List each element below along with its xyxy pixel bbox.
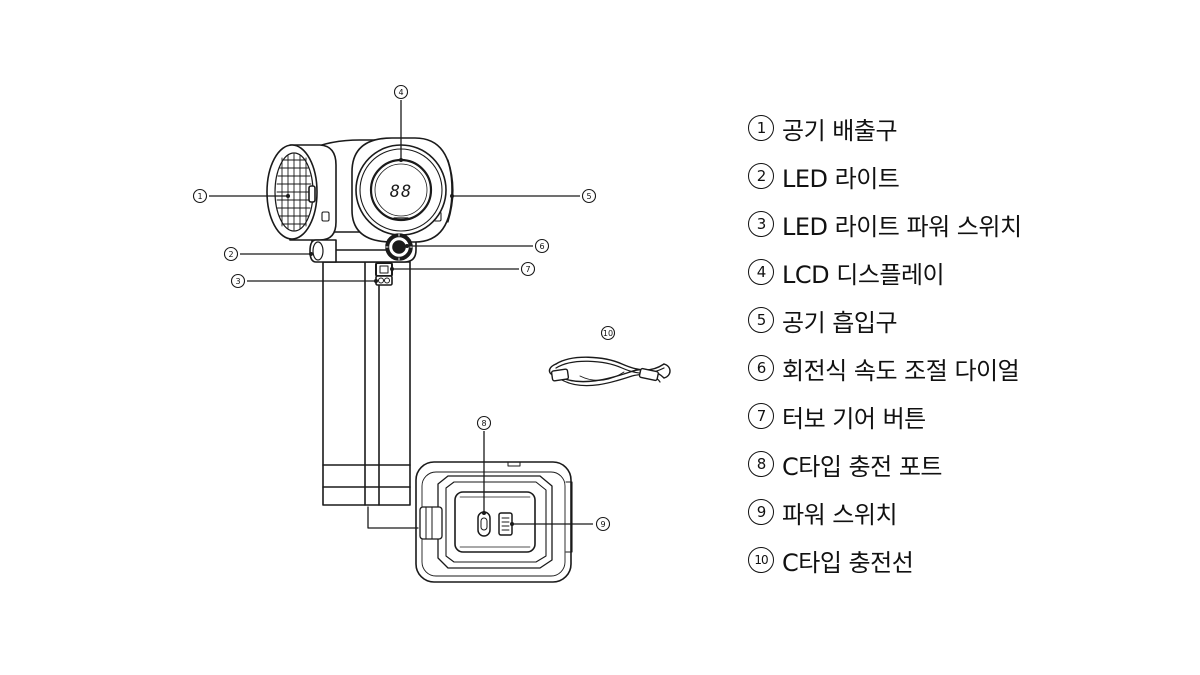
legend-number: 3: [748, 211, 774, 237]
speed-dial: [385, 233, 413, 261]
legend-number: 4: [748, 259, 774, 285]
button-panel: [375, 262, 393, 286]
callout-2: 2: [223, 246, 239, 262]
callout-6: 6: [534, 238, 550, 254]
legend-label: 공기 흡입구: [782, 308, 898, 337]
legend-item-air-intake: 5 공기 흡입구: [748, 296, 1022, 344]
callout-7-num: 7: [525, 265, 530, 274]
callout-3: 3: [230, 273, 246, 289]
led-light: [309, 239, 337, 263]
legend-label: 공기 배출구: [782, 116, 898, 145]
callout-8-num: 8: [481, 419, 486, 428]
legend-item-air-outlet: 1 공기 배출구: [748, 104, 1022, 152]
air-outlet: [266, 144, 337, 241]
legend-number: 2: [748, 163, 774, 189]
legend-number: 7: [748, 403, 774, 429]
callout-10: 10: [600, 325, 616, 341]
callout-8: 8: [476, 415, 492, 431]
legend-label: C타입 충전선: [782, 548, 914, 577]
legend-number: 10: [748, 547, 774, 573]
callout-5-num: 5: [586, 192, 591, 201]
legend-label: 파워 스위치: [782, 500, 898, 529]
parts-legend: 1 공기 배출구 2 LED 라이트 3 LED 라이트 파워 스위치 4 LC…: [748, 104, 1022, 584]
leader-ends: [286, 158, 514, 526]
bottom-view-connector: [367, 506, 419, 529]
callout-9-num: 9: [600, 520, 605, 529]
callout-10-num: 10: [603, 329, 613, 338]
legend-label: LED 라이트 파워 스위치: [782, 212, 1022, 241]
legend-item-led-light: 2 LED 라이트: [748, 152, 1022, 200]
blower-device: [266, 137, 671, 583]
legend-number: 5: [748, 307, 774, 333]
callout-2-num: 2: [228, 250, 233, 259]
device-handle: [322, 261, 411, 506]
air-intake-head: [351, 137, 454, 243]
legend-label: C타입 충전 포트: [782, 452, 943, 481]
legend-number: 9: [748, 499, 774, 525]
lcd-digits-text: 88: [390, 182, 412, 202]
leader-lines: [209, 100, 593, 525]
legend-label: 터보 기어 버튼: [782, 404, 926, 433]
legend-number: 1: [748, 115, 774, 141]
charging-cable: [548, 356, 671, 387]
callout-markers: 1 2 3 4 5 6 7 8: [192, 84, 616, 532]
callout-1-num: 1: [197, 192, 202, 201]
legend-number: 8: [748, 451, 774, 477]
legend-item-speed-dial: 6 회전식 속도 조절 다이얼: [748, 344, 1022, 392]
lcd-display: [369, 158, 433, 222]
callout-1: 1: [192, 188, 208, 204]
legend-label: LCD 디스플레이: [782, 260, 945, 289]
callout-6-num: 6: [539, 242, 544, 251]
callout-4: 4: [393, 84, 409, 100]
callout-3-num: 3: [235, 277, 240, 286]
legend-item-led-switch: 3 LED 라이트 파워 스위치: [748, 200, 1022, 248]
callout-5: 5: [581, 188, 597, 204]
lcd-digits: 88: [390, 182, 412, 202]
handle-bottom-view: [415, 461, 573, 583]
callout-7: 7: [520, 261, 536, 277]
legend-number: 6: [748, 355, 774, 381]
legend-item-power-switch: 9 파워 스위치: [748, 488, 1022, 536]
callout-4-num: 4: [398, 88, 403, 97]
legend-item-turbo-button: 7 터보 기어 버튼: [748, 392, 1022, 440]
legend-item-charging-cable: 10 C타입 충전선: [748, 536, 1022, 584]
callout-9: 9: [595, 516, 611, 532]
legend-label: 회전식 속도 조절 다이얼: [782, 356, 1020, 385]
outlet-grille: [276, 153, 312, 231]
legend-label: LED 라이트: [782, 164, 900, 193]
legend-item-lcd: 4 LCD 디스플레이: [748, 248, 1022, 296]
legend-item-charging-port: 8 C타입 충전 포트: [748, 440, 1022, 488]
